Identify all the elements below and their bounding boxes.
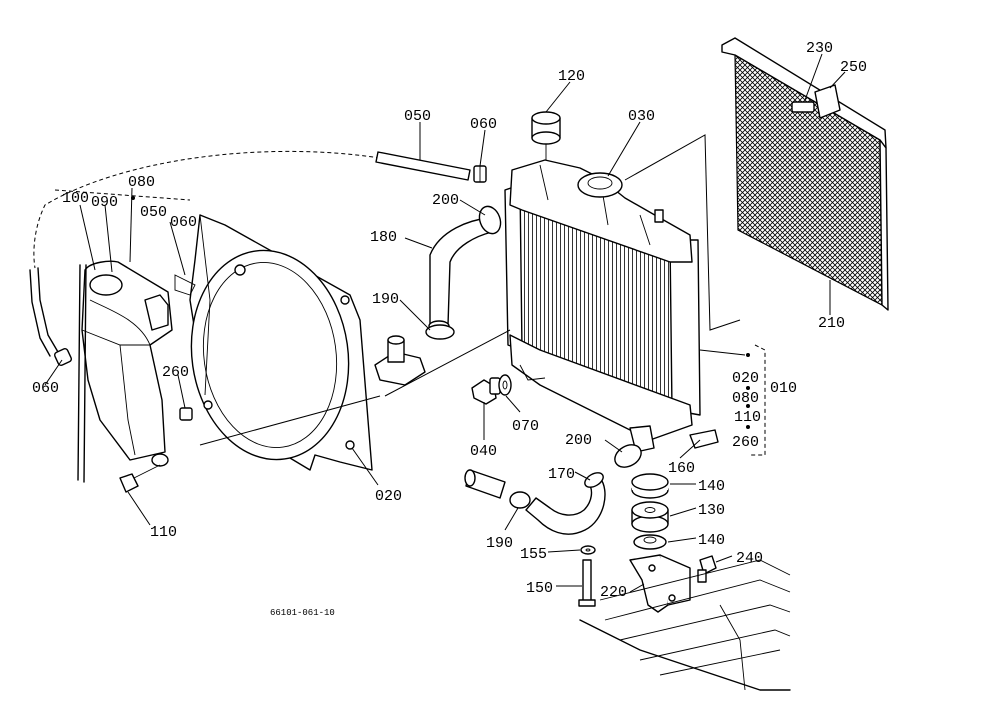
hose-clamp-190-bottom: [509, 491, 531, 509]
water-pump-inlet-pipe: [464, 469, 506, 499]
fan-shroud-020: [174, 214, 373, 471]
tank-bracket-rod: [54, 189, 191, 483]
label-190-top: 190: [372, 291, 399, 308]
label-020-shroud: 020: [375, 488, 402, 505]
label-080-top: 080: [128, 174, 155, 191]
radiator-assembly: [504, 159, 719, 453]
label-060-tank: 060: [170, 214, 197, 231]
assembly-reference-lines: [199, 134, 766, 456]
hose-clamp-060-left: [53, 347, 73, 367]
frame-section: [579, 559, 791, 691]
label-020-right: 020: [732, 370, 759, 387]
bolt-260-left: [179, 407, 193, 421]
radiator-cap-120: [531, 111, 561, 160]
label-030: 030: [628, 108, 655, 125]
bolt-150: [578, 559, 596, 607]
bracket-220: [629, 554, 691, 613]
label-230: 230: [806, 40, 833, 57]
hose-clamp-200-top: [478, 205, 502, 235]
label-090: 090: [91, 194, 118, 211]
dust-screen-210: [721, 37, 889, 311]
label-080-right: 080: [732, 390, 759, 407]
label-260-right: 260: [732, 434, 759, 451]
hose-clamp-190-top: [425, 324, 455, 340]
washer-155: [580, 545, 596, 555]
overflow-hose-050: [29, 150, 471, 357]
label-110-right: 110: [734, 409, 761, 426]
label-210: 210: [818, 315, 845, 332]
water-outlet-fitting: [374, 335, 426, 386]
bolt-240: [697, 555, 717, 583]
label-200-top: 200: [432, 192, 459, 209]
drain-cock-040: [471, 377, 501, 405]
label-190-bottom: 190: [486, 535, 513, 552]
label-040: 040: [470, 443, 497, 460]
label-140-upper: 140: [698, 478, 725, 495]
bolt-110-left: [119, 464, 161, 493]
label-060-top: 060: [470, 116, 497, 133]
drawing-reference: 66101-061-10: [270, 608, 335, 618]
label-110-left: 110: [150, 524, 177, 541]
label-240: 240: [736, 550, 763, 567]
label-250: 250: [840, 59, 867, 76]
label-140-lower: 140: [698, 532, 725, 549]
cushion-140-lower: [633, 534, 667, 550]
label-050-hose: 050: [404, 108, 431, 125]
washer-070: [498, 374, 512, 396]
label-220: 220: [600, 584, 627, 601]
label-200-bottom: 200: [565, 432, 592, 449]
cushion-140-upper: [631, 473, 669, 499]
screen-clip-230: [791, 101, 815, 113]
upper-hose-180: [428, 216, 496, 332]
hose-clamp-060-top: [473, 165, 487, 183]
label-160: 160: [668, 460, 695, 477]
label-155: 155: [520, 546, 547, 563]
label-150: 150: [526, 580, 553, 597]
label-120: 120: [558, 68, 585, 85]
label-170: 170: [548, 466, 575, 483]
label-070: 070: [512, 418, 539, 435]
label-010: 010: [770, 380, 797, 397]
hose-clamp-200-bottom: [614, 444, 642, 468]
label-050-tank: 050: [140, 204, 167, 221]
reserve-tank: [81, 260, 173, 467]
leader-lines: [44, 53, 846, 593]
label-180: 180: [370, 229, 397, 246]
lower-hose-170: [525, 472, 606, 535]
part-labels: 120 030 050 060 230 250 080 100 090 050 …: [32, 40, 867, 618]
label-100: 100: [62, 190, 89, 207]
label-260-left: 260: [162, 364, 189, 381]
screen-handle-250: [814, 84, 841, 119]
cushion-130: [631, 501, 669, 533]
label-130: 130: [698, 502, 725, 519]
label-060-left: 060: [32, 380, 59, 397]
